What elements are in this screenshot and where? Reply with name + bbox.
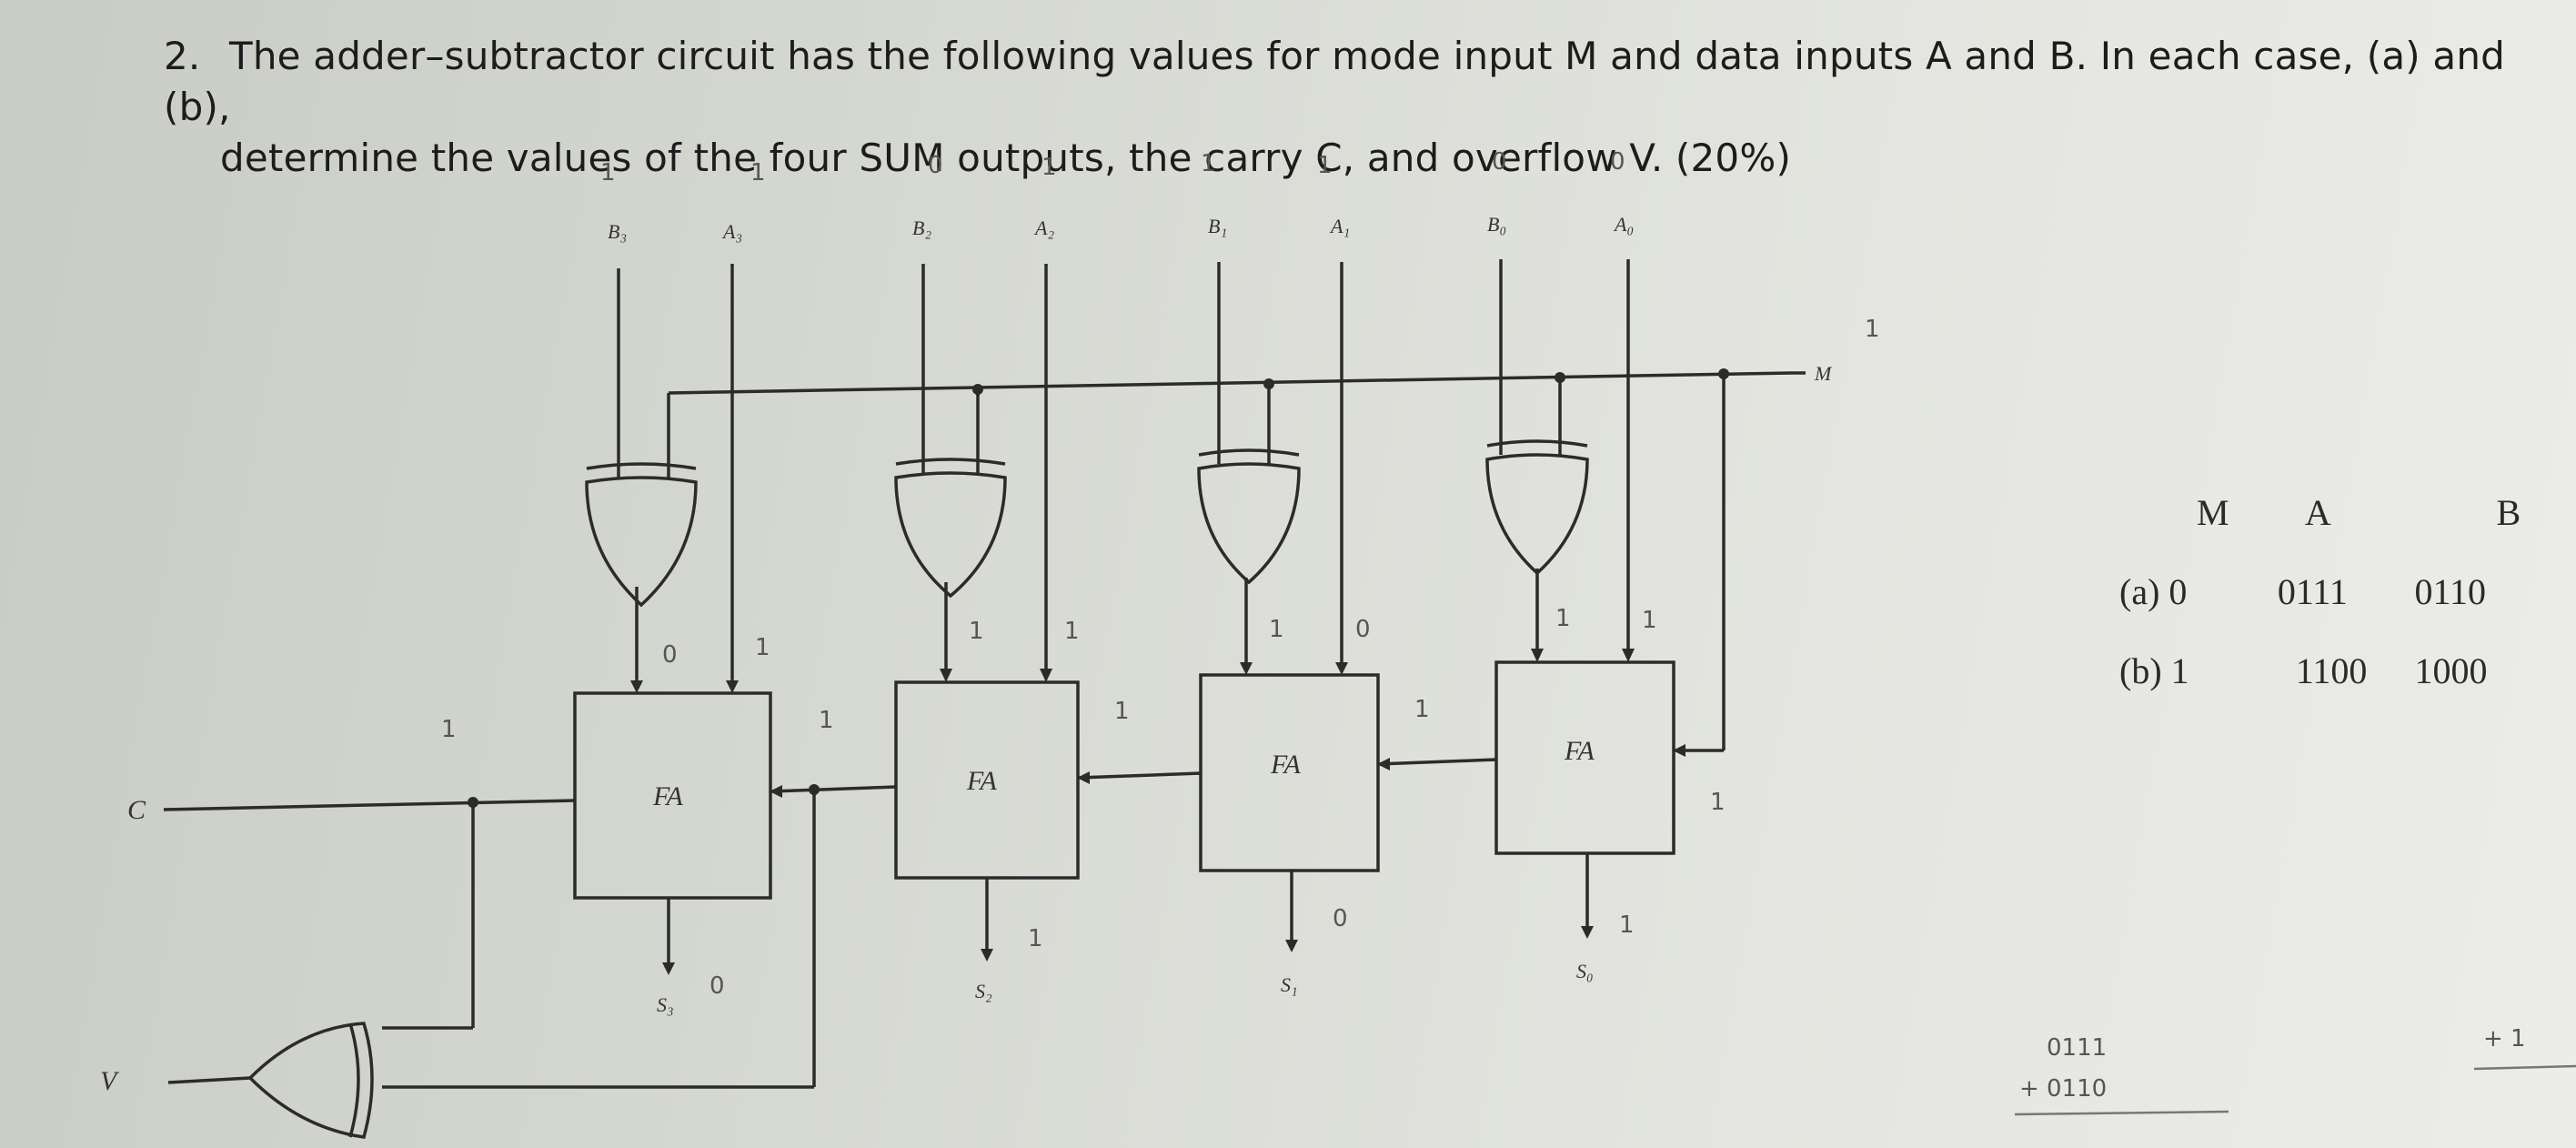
svg-text:0: 0 xyxy=(1610,148,1625,176)
question-line-1: The adder–subtractor circuit has the fol… xyxy=(164,34,2506,129)
question-line-2: determine the values of the four SUM out… xyxy=(220,136,1792,180)
full-adder-1 xyxy=(1199,673,1380,872)
label-a3: A₃ xyxy=(721,220,742,243)
svg-text:1: 1 xyxy=(1028,925,1043,952)
svg-text:1: 1 xyxy=(819,707,834,734)
xor-gate-2 xyxy=(894,458,1007,599)
a-value: 1100 xyxy=(2295,650,2368,691)
svg-text:0: 0 xyxy=(1333,905,1348,932)
svg-text:1: 1 xyxy=(750,159,766,186)
svg-text:0: 0 xyxy=(1492,148,1507,176)
table-row: (a) 0 0111 0110 xyxy=(2119,570,2576,650)
svg-text:1: 1 xyxy=(1041,154,1057,181)
full-adder-0 xyxy=(1494,660,1675,855)
values-table: M A B (a) 0 0111 0110 (b) 1 1100 1000 xyxy=(2119,491,2576,729)
svg-text:0111: 0111 xyxy=(2047,1034,2107,1062)
label-s2: S₂ xyxy=(975,980,992,1002)
m-value: 1 xyxy=(2170,650,2189,691)
label-a1: A₁ xyxy=(1329,215,1350,237)
svg-text:1: 1 xyxy=(1865,316,1880,343)
svg-text:1: 1 xyxy=(755,634,770,661)
label-a2: A₂ xyxy=(1033,217,1054,239)
svg-text:1: 1 xyxy=(1317,152,1333,179)
b-value: 1000 xyxy=(2414,650,2488,691)
handwritten-annotations: 1 1 0 1 1 1 0 0 0 1 1 1 1 0 1 1 1 1 1 1 … xyxy=(441,148,2576,1116)
a-value: 0111 xyxy=(2277,571,2348,612)
case-label: (a) xyxy=(2119,571,2160,612)
label-s0: S₀ xyxy=(1576,960,1594,982)
svg-text:1: 1 xyxy=(600,159,616,186)
question-text: 2.The adder–subtractor circuit has the f… xyxy=(164,31,2547,184)
b-value: 0110 xyxy=(2414,571,2487,612)
svg-text:1: 1 xyxy=(1201,150,1216,177)
values-table-header: M A B xyxy=(2119,491,2576,570)
svg-text:1: 1 xyxy=(1642,607,1657,634)
header-m: M xyxy=(2197,492,2229,533)
label-carry: C xyxy=(127,795,146,825)
label-a0: A₀ xyxy=(1613,213,1634,236)
svg-text:1: 1 xyxy=(1414,696,1430,723)
junction-dots xyxy=(468,368,1729,808)
xor-gate-3 xyxy=(585,462,698,608)
xor-gate-1 xyxy=(1197,448,1301,585)
fa-label-0: FA xyxy=(1564,736,1595,766)
label-mode: M xyxy=(1814,362,1833,385)
label-b1: B₁ xyxy=(1208,215,1227,237)
overflow-xor-gate xyxy=(167,1022,374,1139)
label-overflow: V xyxy=(100,1066,120,1096)
svg-text:1: 1 xyxy=(1269,616,1284,643)
label-s1: S₁ xyxy=(1281,973,1298,996)
mode-bus-wire xyxy=(668,371,1793,395)
svg-text:1: 1 xyxy=(1064,618,1080,645)
xor-gate-0 xyxy=(1485,439,1589,576)
arrowheads xyxy=(630,649,1685,975)
label-b0: B₀ xyxy=(1487,213,1506,236)
svg-text:0: 0 xyxy=(928,152,943,179)
svg-text:1: 1 xyxy=(1710,789,1726,816)
svg-text:1: 1 xyxy=(1619,911,1635,939)
label-b2: B₂ xyxy=(912,217,931,239)
svg-text:1: 1 xyxy=(969,618,984,645)
full-adder-3 xyxy=(573,691,772,900)
label-b3: B₃ xyxy=(608,220,627,243)
svg-text:1: 1 xyxy=(441,716,457,743)
svg-text:+ 1: + 1 xyxy=(2483,1025,2526,1052)
svg-text:1: 1 xyxy=(1555,605,1571,632)
svg-text:1: 1 xyxy=(1114,698,1130,725)
fa-label-2: FA xyxy=(966,766,997,796)
svg-text:0: 0 xyxy=(709,972,725,1000)
label-s3: S₃ xyxy=(657,993,674,1016)
header-b: B xyxy=(2496,492,2521,533)
fa-label-3: FA xyxy=(652,781,683,811)
case-label: (b) xyxy=(2119,650,2162,691)
svg-text:+ 0110: + 0110 xyxy=(2019,1075,2107,1103)
svg-text:0: 0 xyxy=(1355,616,1371,643)
fa-label-1: FA xyxy=(1270,750,1301,780)
svg-text:0: 0 xyxy=(662,641,678,669)
question-number: 2. xyxy=(164,34,201,78)
table-row: (b) 1 1100 1000 xyxy=(2119,650,2576,729)
m-value: 0 xyxy=(2168,571,2188,612)
header-a: A xyxy=(2304,492,2331,533)
